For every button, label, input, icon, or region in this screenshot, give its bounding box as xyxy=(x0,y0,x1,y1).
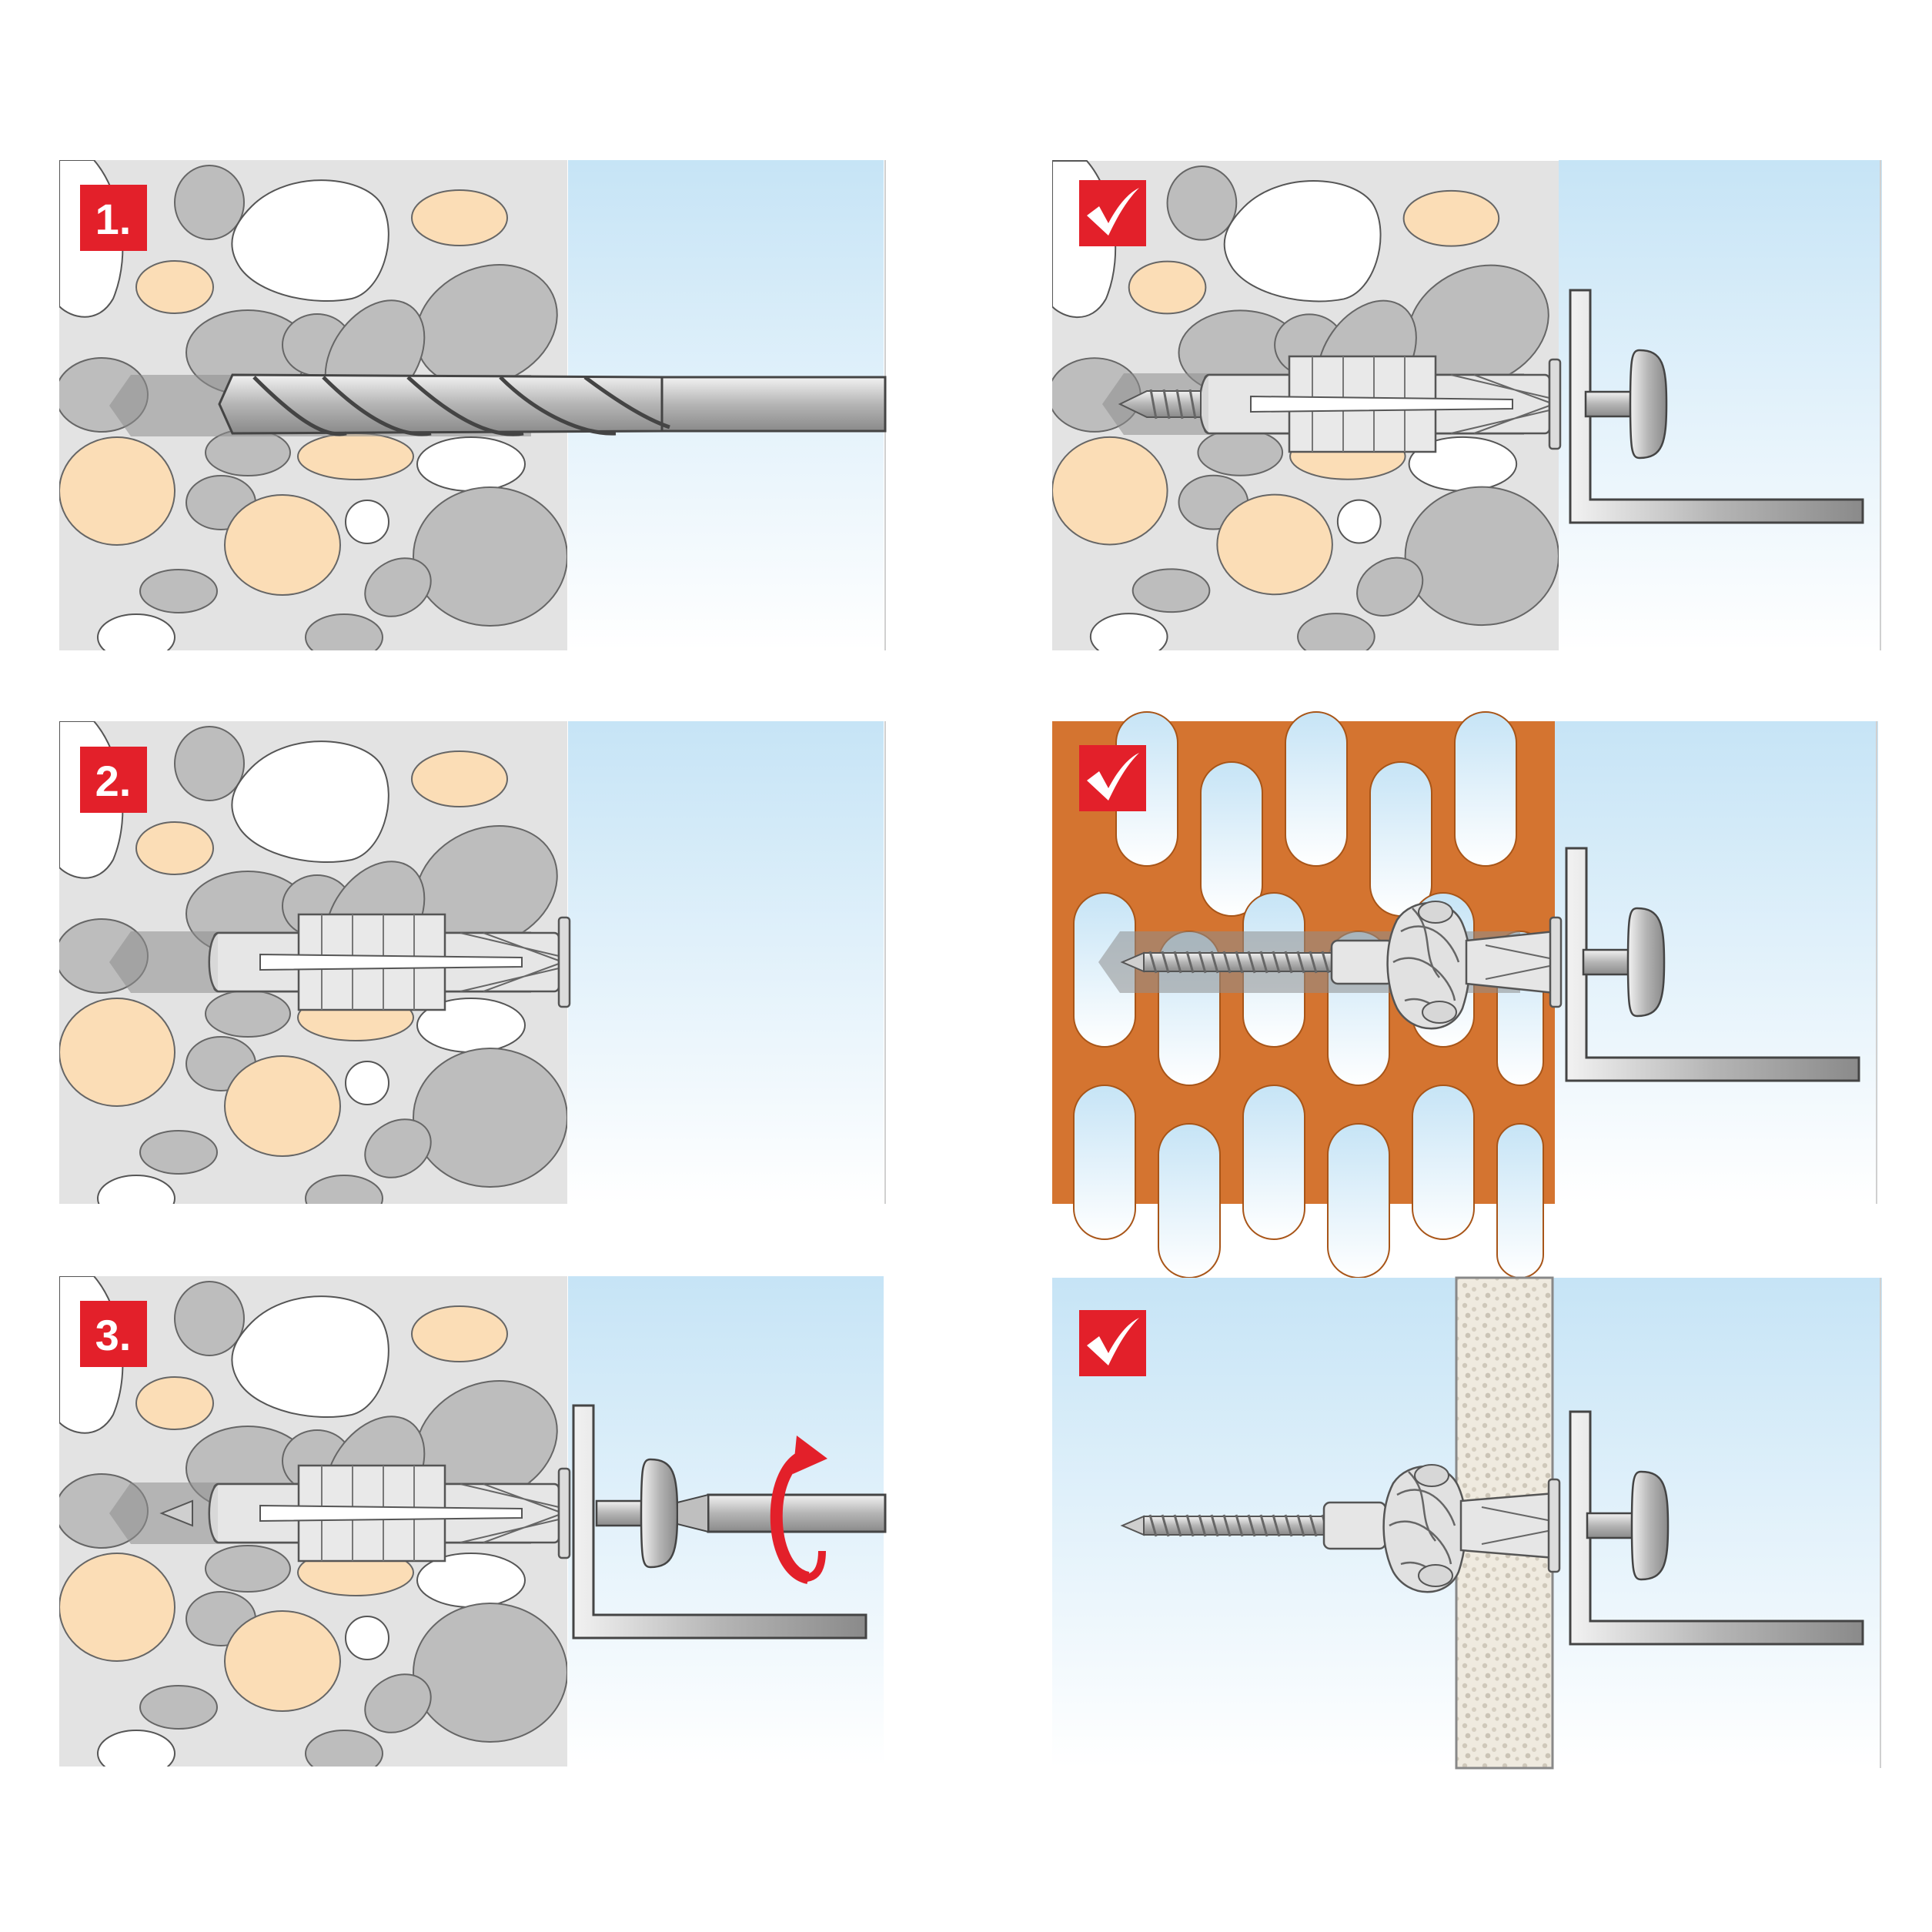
rotate-arrow-icon xyxy=(770,1436,827,1584)
badge-step-1: 1. xyxy=(80,185,147,251)
screw-tip xyxy=(1118,389,1202,419)
badge-step-3: 3. xyxy=(80,1301,147,1367)
step-2-panel: 2. xyxy=(59,721,886,1204)
screw-thread xyxy=(1121,1513,1345,1538)
drill-bit xyxy=(218,373,887,436)
screwdriver xyxy=(677,1493,887,1533)
checkmark-icon xyxy=(1087,188,1139,236)
nylon-knot xyxy=(1386,900,1471,1030)
step-1-panel: 1. xyxy=(59,160,887,650)
checkmark-icon xyxy=(1087,753,1139,801)
nylon-knot xyxy=(1382,1463,1467,1593)
step-3-panel: 3. xyxy=(59,1276,887,1767)
badge-step-3-label: 3. xyxy=(95,1311,132,1359)
badge-check-3 xyxy=(1079,1310,1146,1376)
checkmark-icon xyxy=(1087,1318,1139,1365)
result-solid-stone-panel xyxy=(1052,160,1882,650)
badge-step-2: 2. xyxy=(80,747,147,813)
screw-thread xyxy=(1121,950,1345,974)
badge-check-2 xyxy=(1079,745,1146,811)
badge-step-2-label: 2. xyxy=(95,757,132,805)
badge-check-1 xyxy=(1079,180,1146,246)
badge-step-1-label: 1. xyxy=(95,195,132,243)
result-hollow-board-panel xyxy=(1052,1276,1882,1770)
result-perforated-brick-panel xyxy=(1052,711,1878,1279)
